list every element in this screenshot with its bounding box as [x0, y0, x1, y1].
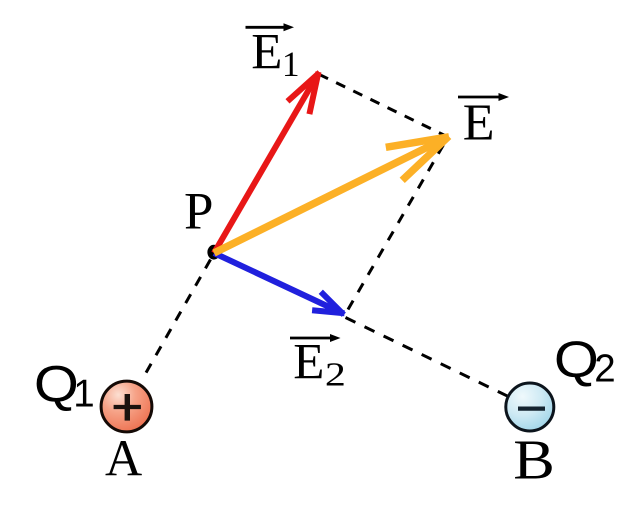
svg-text:B: B	[513, 430, 555, 492]
svg-text:Q: Q	[554, 331, 599, 388]
svg-text:A: A	[105, 430, 142, 487]
svg-text:E: E	[293, 335, 324, 391]
svg-text:1: 1	[73, 373, 94, 416]
svg-text:P: P	[184, 183, 213, 241]
svg-text:E: E	[463, 95, 495, 152]
svg-text:1: 1	[282, 44, 300, 84]
svg-text:E: E	[251, 25, 282, 81]
svg-text:Q: Q	[34, 356, 79, 413]
svg-text:2: 2	[325, 357, 346, 394]
svg-text:2: 2	[594, 348, 615, 391]
